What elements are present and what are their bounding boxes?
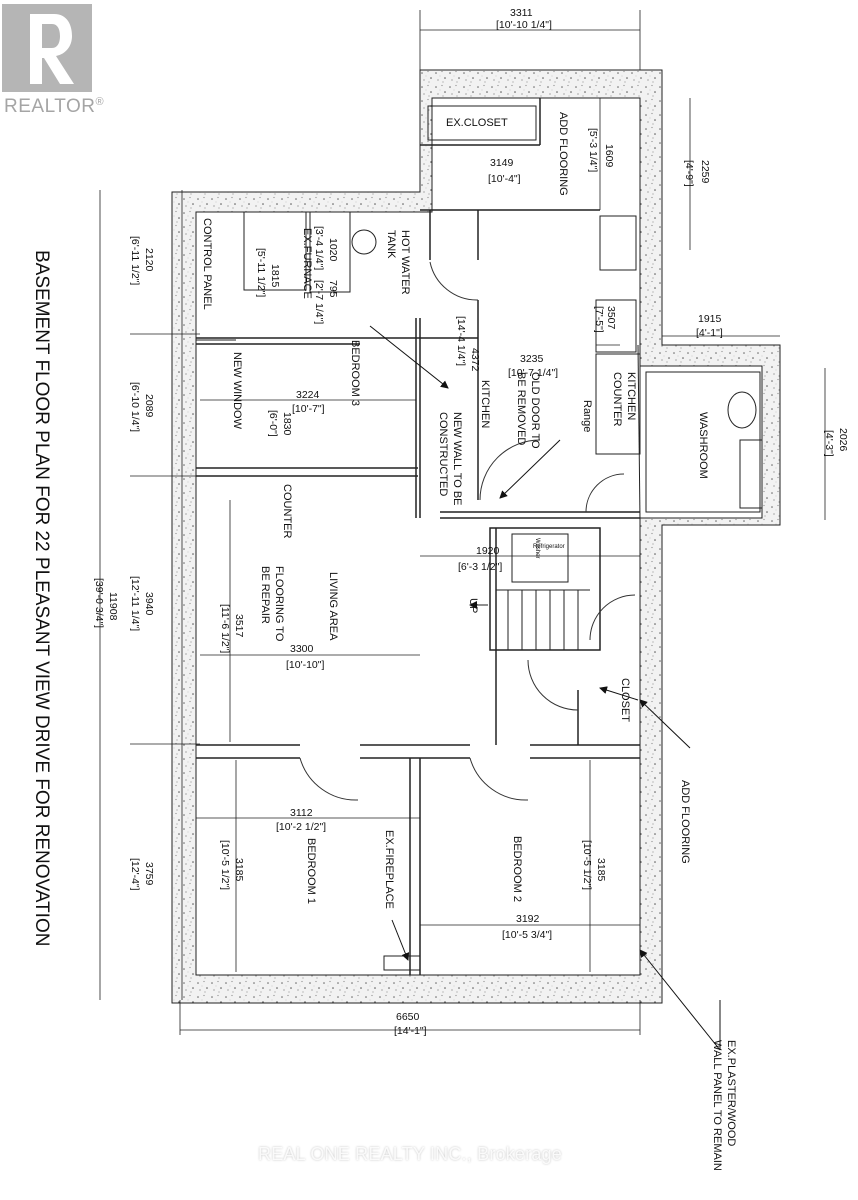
dim-3507: 3507 xyxy=(605,306,617,330)
dim-3185a-imp: [10'-5 1/2"] xyxy=(219,840,231,890)
new-wall-label-2: CONSTRUCTED xyxy=(437,412,449,496)
dim-3192-imp: [10'-5 3/4"] xyxy=(502,929,552,941)
kitchen-counter-label-2: COUNTER xyxy=(611,372,623,426)
dim-3311-imp: [10'-10 1/4"] xyxy=(496,19,552,31)
dim-6650: 6650 xyxy=(396,1011,420,1023)
up-label: UP xyxy=(467,598,479,613)
add-flooring-right-label: ADD FLOORING xyxy=(679,780,691,864)
dim-1830-imp: [6'-0"] xyxy=(267,410,279,437)
dim-1020: 1020 xyxy=(327,238,339,262)
dim-1609-imp: [5'-3 1/4"] xyxy=(587,128,599,172)
ex-closet-label: EX.CLOSET xyxy=(446,117,508,129)
refrigerator-label: Refrigerator xyxy=(533,544,565,550)
dim-2026-imp: [4'-3"] xyxy=(823,430,835,457)
dim-2120: 2120 xyxy=(143,248,155,272)
dim-3192: 3192 xyxy=(516,913,540,925)
flooring-repair-label-2: BE REPAIR xyxy=(259,566,271,624)
dim-2089: 2089 xyxy=(143,394,155,418)
dim-2120-imp: [6'-11 1/2"] xyxy=(129,236,141,285)
dim-3224-imp: [10'-7"] xyxy=(292,403,325,415)
dim-1915: 1915 xyxy=(698,313,722,325)
dim-1609: 1609 xyxy=(603,144,615,168)
dim-3235: 3235 xyxy=(520,353,544,365)
washer-label: Washer xyxy=(534,538,540,558)
old-door-label-1: OLD DOOR TO xyxy=(529,372,541,449)
ex-fireplace-label: EX.FIREPLACE xyxy=(383,830,395,909)
bedroom3-label: BEDROOM 3 xyxy=(349,340,361,406)
dim-2259: 2259 xyxy=(699,160,711,184)
dim-1830: 1830 xyxy=(281,412,293,436)
dim-3517: 3517 xyxy=(233,614,245,638)
fixtures xyxy=(196,105,763,971)
dim-3112-imp: [10'-2 1/2"] xyxy=(276,821,326,833)
exterior-walls xyxy=(171,69,781,1004)
realtor-name: REALTOR xyxy=(4,96,96,117)
new-window-label: NEW WINDOW xyxy=(231,352,243,430)
dim-3235-imp: [10'-7 1/4"] xyxy=(508,367,558,379)
interior-walls xyxy=(196,98,640,975)
plan-title: BASEMENT FLOOR PLAN FOR 22 PLEASANT VIEW… xyxy=(31,250,52,946)
dim-1020-imp: [3'-4 1/4"] xyxy=(313,226,325,270)
dim-3185b-imp: [10'-5 1/2"] xyxy=(581,840,593,890)
dimension-lines xyxy=(99,10,826,1035)
hot-water-tank-label-1: HOT WATER xyxy=(399,230,411,295)
dim-4372-imp: [14'-4 1/4"] xyxy=(455,316,467,366)
bedroom2-label: BEDROOM 2 xyxy=(511,836,523,902)
dim-3224: 3224 xyxy=(296,389,320,401)
ex-plaster-label-2: WALL PANEL TO REMAIN xyxy=(711,1040,723,1171)
dim-1815: 1815 xyxy=(269,264,281,288)
dim-1920: 1920 xyxy=(476,545,500,557)
counter-label: COUNTER xyxy=(281,484,293,538)
add-flooring-top-label: ADD FLOORING xyxy=(557,112,569,196)
ex-furnace-label: EX.FURNACE xyxy=(301,228,313,299)
range-label: Range xyxy=(581,400,593,432)
door-swings xyxy=(299,261,636,801)
dim-3759: 3759 xyxy=(143,862,155,886)
dim-2026: 2026 xyxy=(837,428,849,452)
realtor-mark-icon xyxy=(2,4,92,92)
dim-3185a: 3185 xyxy=(233,858,245,882)
dim-6650-imp: [14'-1"] xyxy=(394,1025,427,1037)
dim-2089-imp: [6'-10 1/4"] xyxy=(129,382,141,432)
dim-3940: 3940 xyxy=(143,592,155,616)
dim-795-imp: [2'-7 1/4"] xyxy=(313,280,325,324)
dim-11908-imp: [39'-0 3/4"] xyxy=(93,578,105,628)
dim-3300: 3300 xyxy=(290,643,314,655)
control-panel-label: CONTROL PANEL xyxy=(201,218,213,310)
closet-label: CLOSET xyxy=(619,678,631,722)
dim-3149: 3149 xyxy=(490,157,514,169)
dim-1815-imp: [5'-11 1/2"] xyxy=(255,248,267,297)
hot-water-tank-label-2: TANK xyxy=(385,230,397,259)
realtor-logo: REALTOR® xyxy=(0,0,104,122)
kitchen-counter-label-1: KITCHEN xyxy=(625,372,637,420)
dim-11908: 11908 xyxy=(107,592,119,621)
dim-3940-imp: [12'-11 1/4"] xyxy=(129,576,141,631)
dim-4372: 4372 xyxy=(469,348,481,372)
dim-3517-imp: [11'-6 1/2"] xyxy=(219,604,231,653)
dim-1920-imp: [6'-3 1/2"] xyxy=(458,561,502,573)
bedroom1-label: BEDROOM 1 xyxy=(305,838,317,904)
ex-plaster-label-1: EX.PLASTER/WOOD xyxy=(725,1040,737,1146)
old-door-label-2: BE REMOVED xyxy=(515,372,527,445)
dim-3185b: 3185 xyxy=(595,858,607,882)
leader-lines xyxy=(369,325,721,1051)
flooring-repair-label-1: FLOORING TO xyxy=(273,566,285,642)
washroom-label: WASHROOM xyxy=(697,412,709,479)
dim-3300-imp: [10'-10"] xyxy=(286,659,325,671)
dim-1915-imp: [4'-1"] xyxy=(696,327,723,339)
dim-795: 795 xyxy=(327,280,339,298)
dim-3759-imp: [12'-4"] xyxy=(129,858,141,891)
dim-3149-imp: [10'-4"] xyxy=(488,173,521,185)
dim-2259-imp: [4'-9"] xyxy=(683,160,695,187)
new-wall-label-1: NEW WALL TO BE xyxy=(451,412,463,506)
dim-3112: 3112 xyxy=(290,807,313,819)
stairs xyxy=(469,589,590,650)
kitchen-label: KITCHEN xyxy=(479,380,491,428)
dim-3311: 3311 xyxy=(510,7,533,19)
realtor-reg: ® xyxy=(95,96,105,108)
brokerage-watermark: REAL ONE REALTY INC., Brokerage xyxy=(258,1144,562,1164)
living-area-label: LIVING AREA xyxy=(327,572,339,641)
dim-3507-imp: [7'-5"] xyxy=(593,306,605,333)
